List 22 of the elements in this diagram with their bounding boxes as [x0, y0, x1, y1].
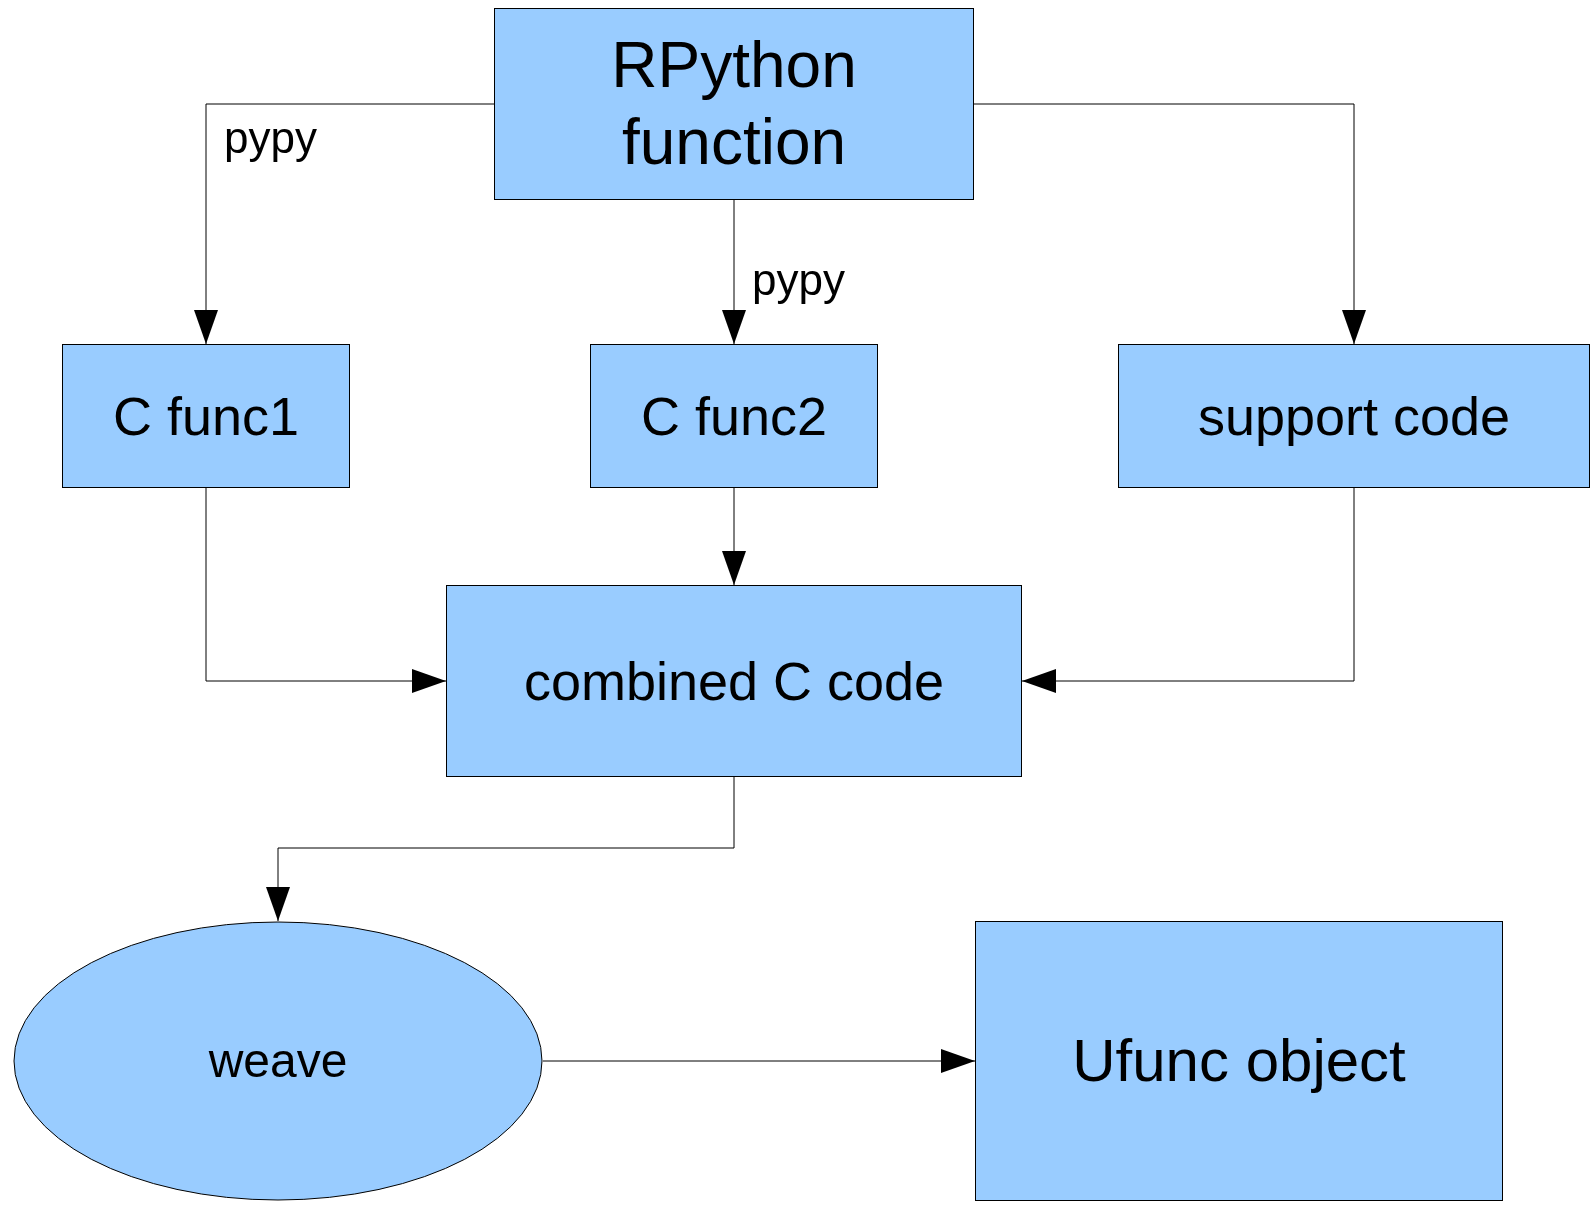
node-label: RPython function	[610, 28, 858, 180]
process-box	[975, 921, 1503, 1201]
arrow	[194, 103, 495, 345]
arrow	[722, 487, 746, 586]
arrow	[205, 487, 447, 693]
node-label: Ufunc object	[1071, 1026, 1407, 1096]
node-label: weave	[207, 1033, 349, 1090]
arrow	[722, 199, 746, 345]
node-label: combined C code	[522, 649, 946, 713]
arrow	[266, 776, 735, 922]
arrow	[1021, 487, 1355, 693]
process-box	[62, 344, 350, 488]
arrow	[542, 1049, 976, 1073]
arrow	[973, 103, 1366, 345]
node-label: support code	[1196, 384, 1512, 448]
node-label: C func1	[111, 384, 301, 448]
node-label: C func2	[639, 384, 829, 448]
process-box	[446, 585, 1022, 777]
process-ellipse	[13, 921, 543, 1201]
process-box	[494, 8, 974, 200]
process-box	[590, 344, 878, 488]
process-box	[1118, 344, 1590, 488]
